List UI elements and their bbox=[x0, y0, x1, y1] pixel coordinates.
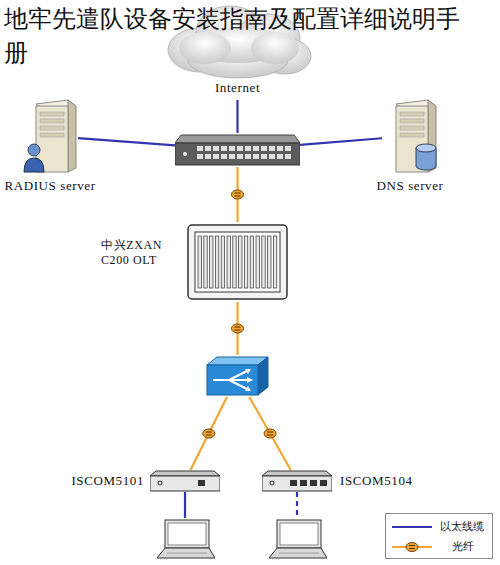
server-icon bbox=[22, 98, 78, 174]
legend-sample bbox=[390, 517, 434, 537]
page-title: 地牢先遣队设备安装指南及配置详细说明手册 bbox=[4, 2, 476, 70]
olt-chassis-icon bbox=[185, 222, 290, 302]
server-icon bbox=[382, 98, 438, 174]
laptop-node bbox=[155, 518, 215, 560]
server-node: DNS server bbox=[382, 98, 438, 174]
device-label: DNS server bbox=[376, 178, 443, 194]
legend-row: 光纤 bbox=[386, 537, 492, 557]
ethernet-link bbox=[184, 492, 186, 518]
onu-icon bbox=[262, 470, 332, 492]
iscom-node: ISCOM5101 bbox=[150, 470, 220, 492]
switch-node bbox=[175, 133, 300, 167]
ethernet-link bbox=[296, 492, 298, 518]
device-label: ISCOM5104 bbox=[340, 473, 413, 489]
switch-icon bbox=[175, 133, 300, 167]
splitter-node bbox=[205, 355, 270, 397]
legend-box: 以太线缆光纤 bbox=[385, 513, 493, 559]
device-label: RADIUS server bbox=[4, 178, 95, 194]
laptop-icon bbox=[155, 518, 215, 560]
ethernet-link bbox=[300, 138, 382, 145]
ethernet-link bbox=[78, 138, 175, 145]
fiber-symbol bbox=[203, 429, 215, 438]
legend-row: 以太线缆 bbox=[386, 517, 492, 537]
legend-sample bbox=[390, 537, 434, 557]
legend-label: 光纤 bbox=[452, 539, 474, 554]
fiber-symbol bbox=[264, 429, 276, 438]
device-label: 中兴ZXAN C200 OLT bbox=[101, 238, 171, 268]
splitter-icon bbox=[205, 355, 270, 397]
iscom-node: ISCOM5104 bbox=[262, 470, 332, 492]
fiber-link bbox=[191, 397, 228, 470]
laptop-icon bbox=[267, 518, 327, 560]
ethernet-link bbox=[236, 100, 238, 133]
device-label: Internet bbox=[160, 80, 315, 96]
olt-node: 中兴ZXAN C200 OLT bbox=[185, 222, 290, 302]
fiber-symbol bbox=[232, 324, 244, 333]
device-label: ISCOM5101 bbox=[71, 473, 144, 489]
legend-label: 以太线缆 bbox=[440, 519, 484, 534]
laptop-node bbox=[267, 518, 327, 560]
server-node: RADIUS server bbox=[22, 98, 78, 174]
fiber-symbol bbox=[406, 543, 418, 552]
onu-icon bbox=[150, 470, 220, 492]
fiber-symbol bbox=[232, 190, 244, 199]
fiber-link bbox=[249, 397, 290, 470]
